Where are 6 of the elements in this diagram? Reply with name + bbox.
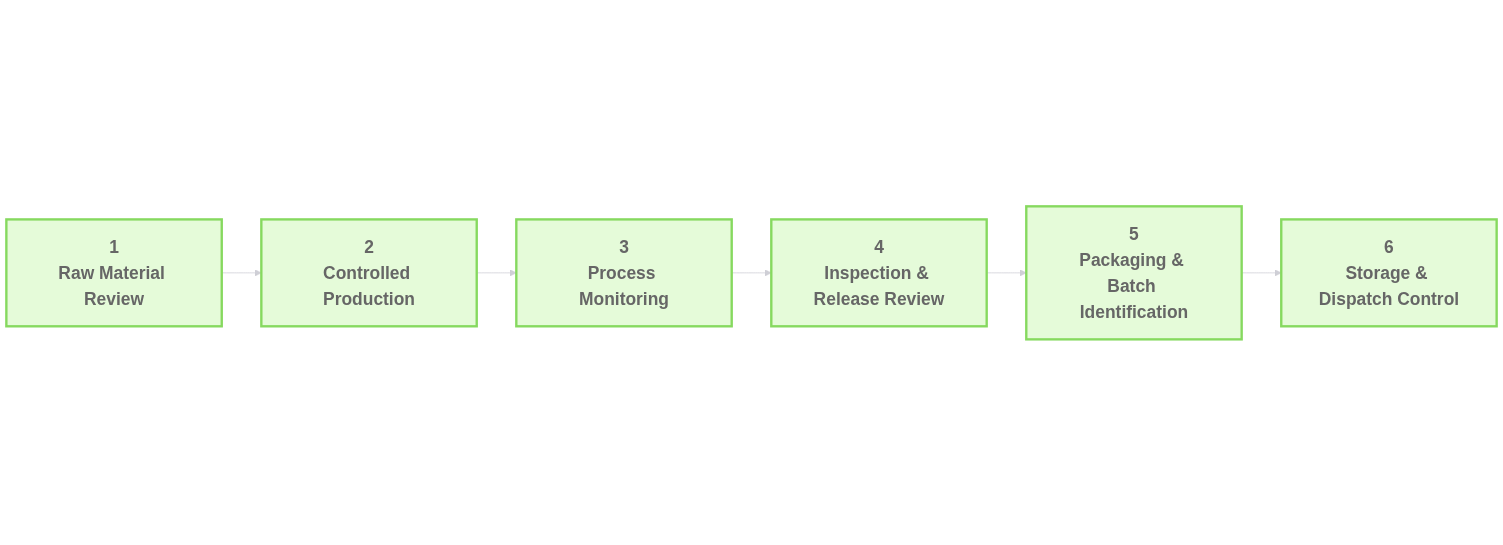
node-box: 1 Raw Material Review xyxy=(5,217,223,328)
node-box: 6 Storage & Dispatch Control xyxy=(1280,217,1498,328)
node-box: 5 Packaging & Batch Identification xyxy=(1025,204,1243,341)
node-box: 4 Inspection & Release Review xyxy=(770,217,988,328)
node-box: 3 Process Monitoring xyxy=(515,217,733,328)
node-box: 2 Controlled Production xyxy=(260,217,478,328)
